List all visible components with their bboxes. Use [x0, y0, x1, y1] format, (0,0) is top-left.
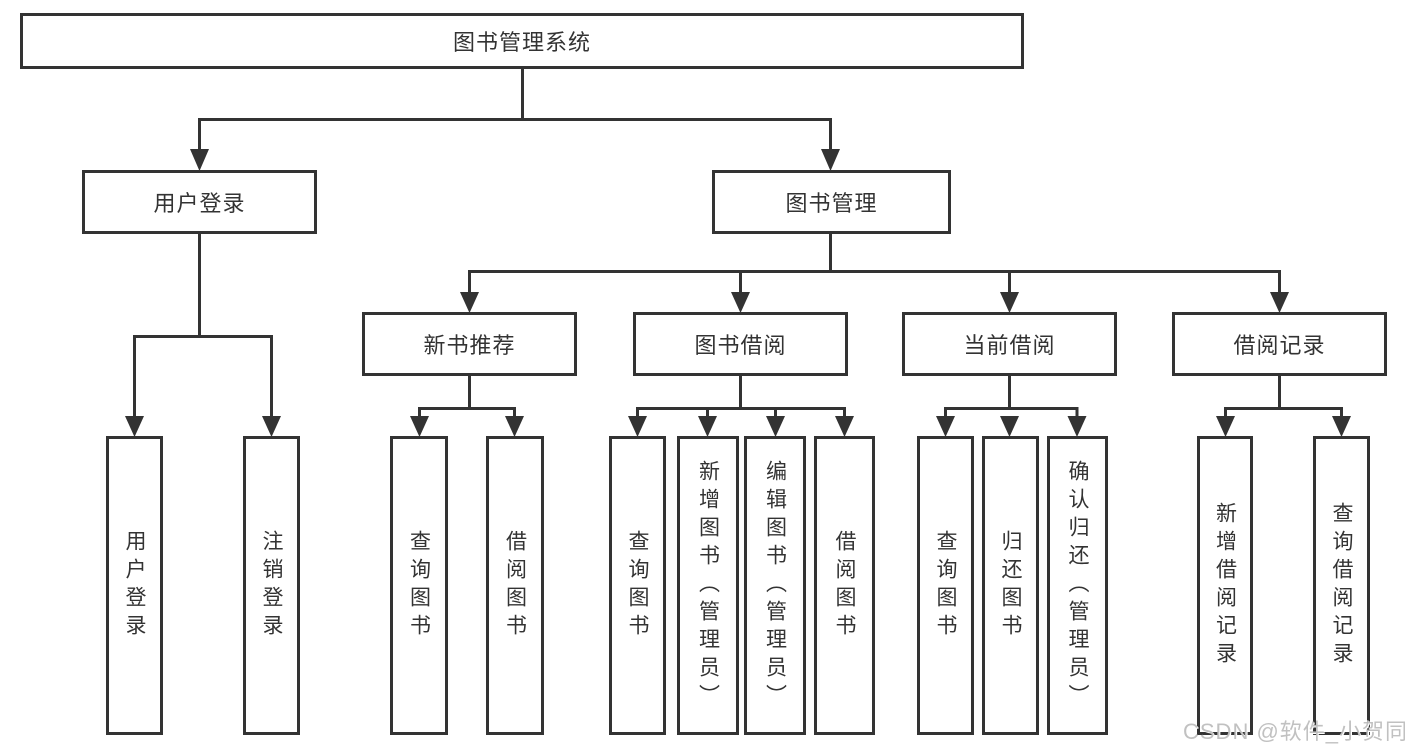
node-label: 用户登录 — [123, 529, 146, 642]
csdn-watermark: CSDN @软件_小贺同学 — [1183, 719, 1405, 744]
node-book-management: 图书管理 — [712, 170, 951, 234]
leaf-query-books-borrow: 查询图书 — [609, 436, 666, 735]
leaf-edit-books-admin: 编辑图书（管理员） — [744, 436, 806, 735]
leaf-query-books-recommend: 查询图书 — [390, 436, 448, 735]
node-label: 借阅记录 — [1233, 333, 1326, 358]
node-label: 借阅图书 — [833, 529, 856, 642]
node-label: 新书推荐 — [423, 333, 516, 358]
node-borrowing-records: 借阅记录 — [1172, 312, 1387, 376]
leaf-confirm-return-admin: 确认归还（管理员） — [1047, 436, 1108, 735]
leaf-user-login: 用户登录 — [106, 436, 163, 735]
leaf-borrow-books-recommend: 借阅图书 — [486, 436, 544, 735]
leaf-query-books-current: 查询图书 — [917, 436, 974, 735]
leaf-query-borrow-record: 查询借阅记录 — [1313, 436, 1370, 735]
node-label: 图书管理系统 — [452, 30, 591, 55]
leaf-borrow-books: 借阅图书 — [814, 436, 875, 735]
leaf-add-borrow-record: 新增借阅记录 — [1197, 436, 1253, 735]
node-new-book-recommend: 新书推荐 — [362, 312, 577, 376]
node-label: 图书管理 — [785, 191, 878, 216]
node-label: 当前借阅 — [963, 333, 1056, 358]
node-label: 新增借阅记录 — [1213, 501, 1237, 670]
node-label: 查询借阅记录 — [1330, 501, 1353, 670]
node-root: 图书管理系统 — [20, 13, 1024, 69]
leaf-logout: 注销登录 — [243, 436, 300, 735]
node-label: 用户登录 — [153, 191, 246, 216]
node-label: 新增图书（管理员） — [696, 459, 720, 712]
node-label: 查询图书 — [934, 529, 957, 642]
leaf-return-books: 归还图书 — [982, 436, 1039, 735]
node-label: 查询图书 — [407, 529, 431, 642]
node-current-borrowing: 当前借阅 — [902, 312, 1117, 376]
node-label: 图书借阅 — [694, 333, 787, 358]
node-book-borrowing: 图书借阅 — [633, 312, 848, 376]
node-label: 编辑图书（管理员） — [763, 459, 787, 712]
node-label: 确认归还（管理员） — [1066, 459, 1089, 712]
node-label: 借阅图书 — [503, 529, 527, 642]
node-label: 查询图书 — [626, 529, 649, 642]
node-label: 注销登录 — [260, 529, 283, 642]
node-label: 归还图书 — [999, 529, 1022, 642]
node-user-login: 用户登录 — [82, 170, 317, 234]
leaf-add-books-admin: 新增图书（管理员） — [677, 436, 739, 735]
